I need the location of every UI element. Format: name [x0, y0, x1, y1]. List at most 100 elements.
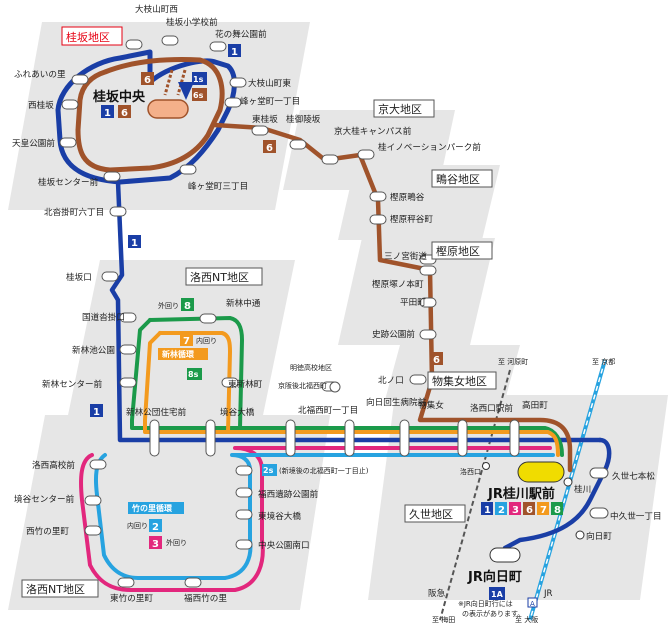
svg-text:至 京都: 至 京都	[592, 357, 615, 366]
svg-text:北福西町一丁目: 北福西町一丁目	[298, 405, 358, 416]
svg-text:向日回生病院前: 向日回生病院前	[366, 396, 427, 408]
svg-text:東新林町: 東新林町	[228, 378, 263, 390]
route-badge-6s	[192, 88, 207, 101]
svg-text:東竹の里町: 東竹の里町	[110, 592, 153, 604]
svg-text:三ノ宮街道: 三ノ宮街道	[384, 250, 427, 262]
route-badge-7	[180, 333, 193, 346]
hub-katsurazaka-chuo: 桂坂中央	[92, 89, 146, 105]
svg-text:京阪後北福西町: 京阪後北福西町	[278, 381, 327, 390]
district-rakusai-nt-top: 洛西NT地区	[190, 270, 249, 284]
svg-text:樫原鴫谷: 樫原鴫谷	[390, 191, 425, 203]
route-badge-1-chuo	[101, 105, 114, 118]
svg-text:2s: 2s	[263, 466, 274, 475]
svg-text:峰ヶ堂町三丁目: 峰ヶ堂町三丁目	[188, 180, 248, 192]
loop-shinbayashi: 新林循環	[162, 349, 195, 359]
svg-text:樫原塚ノ本町: 樫原塚ノ本町	[372, 278, 424, 290]
stop-markers	[59, 35, 609, 588]
district-kyodai: 京大地区	[378, 102, 422, 116]
svg-text:3: 3	[152, 539, 159, 550]
svg-text:1: 1	[231, 47, 238, 58]
route-badge-1a	[489, 587, 505, 600]
jr-katsuragawa-badges: 1 2 3 6 7 8	[481, 502, 563, 516]
svg-text:洛西高校前: 洛西高校前	[32, 459, 75, 471]
svg-text:外回り: 外回り	[166, 538, 187, 547]
rail-jr: JR	[543, 589, 553, 599]
svg-text:東桂坂: 東桂坂	[252, 113, 278, 125]
district-katsurazaka: 桂坂地区	[66, 30, 110, 44]
svg-text:至 大阪: 至 大阪	[515, 615, 538, 624]
svg-text:桂イノベーションパーク前: 桂イノベーションパーク前	[378, 141, 481, 153]
svg-text:新林センター前: 新林センター前	[42, 378, 103, 390]
svg-text:向日町: 向日町	[586, 530, 612, 542]
svg-text:北沓掛町六丁目: 北沓掛町六丁目	[44, 206, 104, 218]
svg-text:樫原秤谷町: 樫原秤谷町	[390, 213, 433, 225]
rail-hankyu: 阪急	[428, 587, 446, 599]
district-kuze: 久世地区	[409, 508, 453, 521]
svg-text:高田町: 高田町	[522, 399, 548, 411]
svg-text:久世七本松: 久世七本松	[612, 470, 655, 482]
railways	[439, 359, 607, 621]
svg-text:桂坂口: 桂坂口	[66, 271, 92, 283]
hub-labels: 桂坂中央 JR桂川駅前 JR向日町	[92, 89, 555, 585]
district-labels: 桂坂地区 京大地区 鴫谷地区 樫原地区 洛西NT地区 物集女地区 久世地区 洛西…	[21, 26, 497, 598]
district-kutsukake: 鴫谷地区	[436, 172, 480, 186]
loop-takenosato: 竹の里循環	[131, 503, 173, 513]
svg-text:明徳高校地区: 明徳高校地区	[290, 363, 332, 372]
svg-text:新林中通: 新林中通	[226, 297, 261, 309]
svg-text:洛西口: 洛西口	[460, 467, 481, 476]
r2s-note: (新境後の北福西町一丁目止)	[279, 466, 369, 475]
svg-text:中久世一丁目: 中久世一丁目	[610, 510, 662, 522]
hub-jr-mukomachi: JR向日町	[467, 569, 522, 585]
route-badge-8s	[187, 368, 202, 380]
hub-jr-katsuragawa: JR桂川駅前	[487, 486, 555, 502]
route-badge-6-east	[263, 140, 276, 153]
svg-text:新林池公園: 新林池公園	[72, 344, 115, 356]
svg-text:6: 6	[266, 143, 273, 154]
svg-text:8: 8	[184, 301, 191, 312]
svg-text:1: 1	[131, 238, 138, 249]
svg-text:1: 1	[93, 407, 100, 418]
svg-text:桂坂小学校前: 桂坂小学校前	[166, 16, 218, 28]
route-badge-1-west	[90, 404, 103, 417]
stop-labels: 大枝山町西 桂坂小学校前 花の舞公園前 ふれあいの里 大枝山町東 西桂坂 峰ヶ堂…	[12, 3, 662, 604]
loop-labels: 新林循環 竹の里循環 外回り 内回り 内回り 外回り (新境後の北福西町一丁目止…	[127, 301, 369, 547]
svg-text:6s: 6s	[193, 91, 204, 100]
svg-text:大枝山町東: 大枝山町東	[248, 77, 291, 89]
svg-text:国道沓掛口: 国道沓掛口	[82, 311, 125, 323]
svg-text:至 梅田: 至 梅田	[432, 615, 455, 624]
svg-text:7: 7	[183, 336, 190, 347]
svg-text:京大桂キャンパス前: 京大桂キャンパス前	[334, 125, 412, 137]
svg-text:福西竹の里: 福西竹の里	[184, 592, 227, 604]
svg-text:1s: 1s	[193, 75, 204, 84]
svg-text:8: 8	[554, 505, 561, 516]
route-badge-2	[149, 519, 162, 532]
route-badge-2s	[262, 464, 277, 476]
svg-text:洛西口駅前: 洛西口駅前	[470, 402, 513, 414]
svg-text:桂坂センター前: 桂坂センター前	[38, 176, 99, 188]
route-badge-3	[149, 536, 162, 549]
svg-text:6: 6	[526, 505, 533, 516]
svg-text:内回り: 内回り	[127, 521, 148, 530]
svg-text:6: 6	[433, 355, 440, 366]
svg-text:の表示があります。: の表示があります。	[462, 609, 524, 618]
route-badge-1	[228, 44, 241, 57]
svg-text:西竹の里町: 西竹の里町	[26, 525, 69, 537]
svg-text:1: 1	[484, 505, 491, 516]
svg-text:中央公園南口: 中央公園南口	[258, 539, 310, 551]
svg-text:境谷センター前: 境谷センター前	[14, 493, 75, 505]
rail-labels: 至 河原町 至 京都 阪急 JR 至 梅田 至 大阪 ※JR向日町行には A の…	[428, 357, 615, 624]
route-badges: 1 6 1s 6s 1 6 6 1 8 7 8s 6 1 2s 2 3 1A	[90, 44, 505, 600]
svg-text:6: 6	[144, 75, 151, 86]
svg-text:境谷大橋: 境谷大橋	[220, 406, 255, 418]
svg-text:1: 1	[104, 108, 111, 119]
svg-text:北ノ口: 北ノ口	[378, 375, 404, 386]
svg-text:平田町: 平田町	[400, 297, 426, 308]
svg-text:桂川: 桂川	[574, 483, 591, 495]
svg-text:大枝山町西: 大枝山町西	[135, 3, 178, 15]
svg-text:峰ヶ堂町一丁目: 峰ヶ堂町一丁目	[240, 95, 300, 107]
route-badge-6-chuo	[118, 105, 131, 118]
district-monjo: 物集女地区	[432, 374, 487, 388]
svg-text:新林公団住宅前: 新林公団住宅前	[126, 406, 187, 418]
route-badge-1-trunk	[128, 235, 141, 248]
